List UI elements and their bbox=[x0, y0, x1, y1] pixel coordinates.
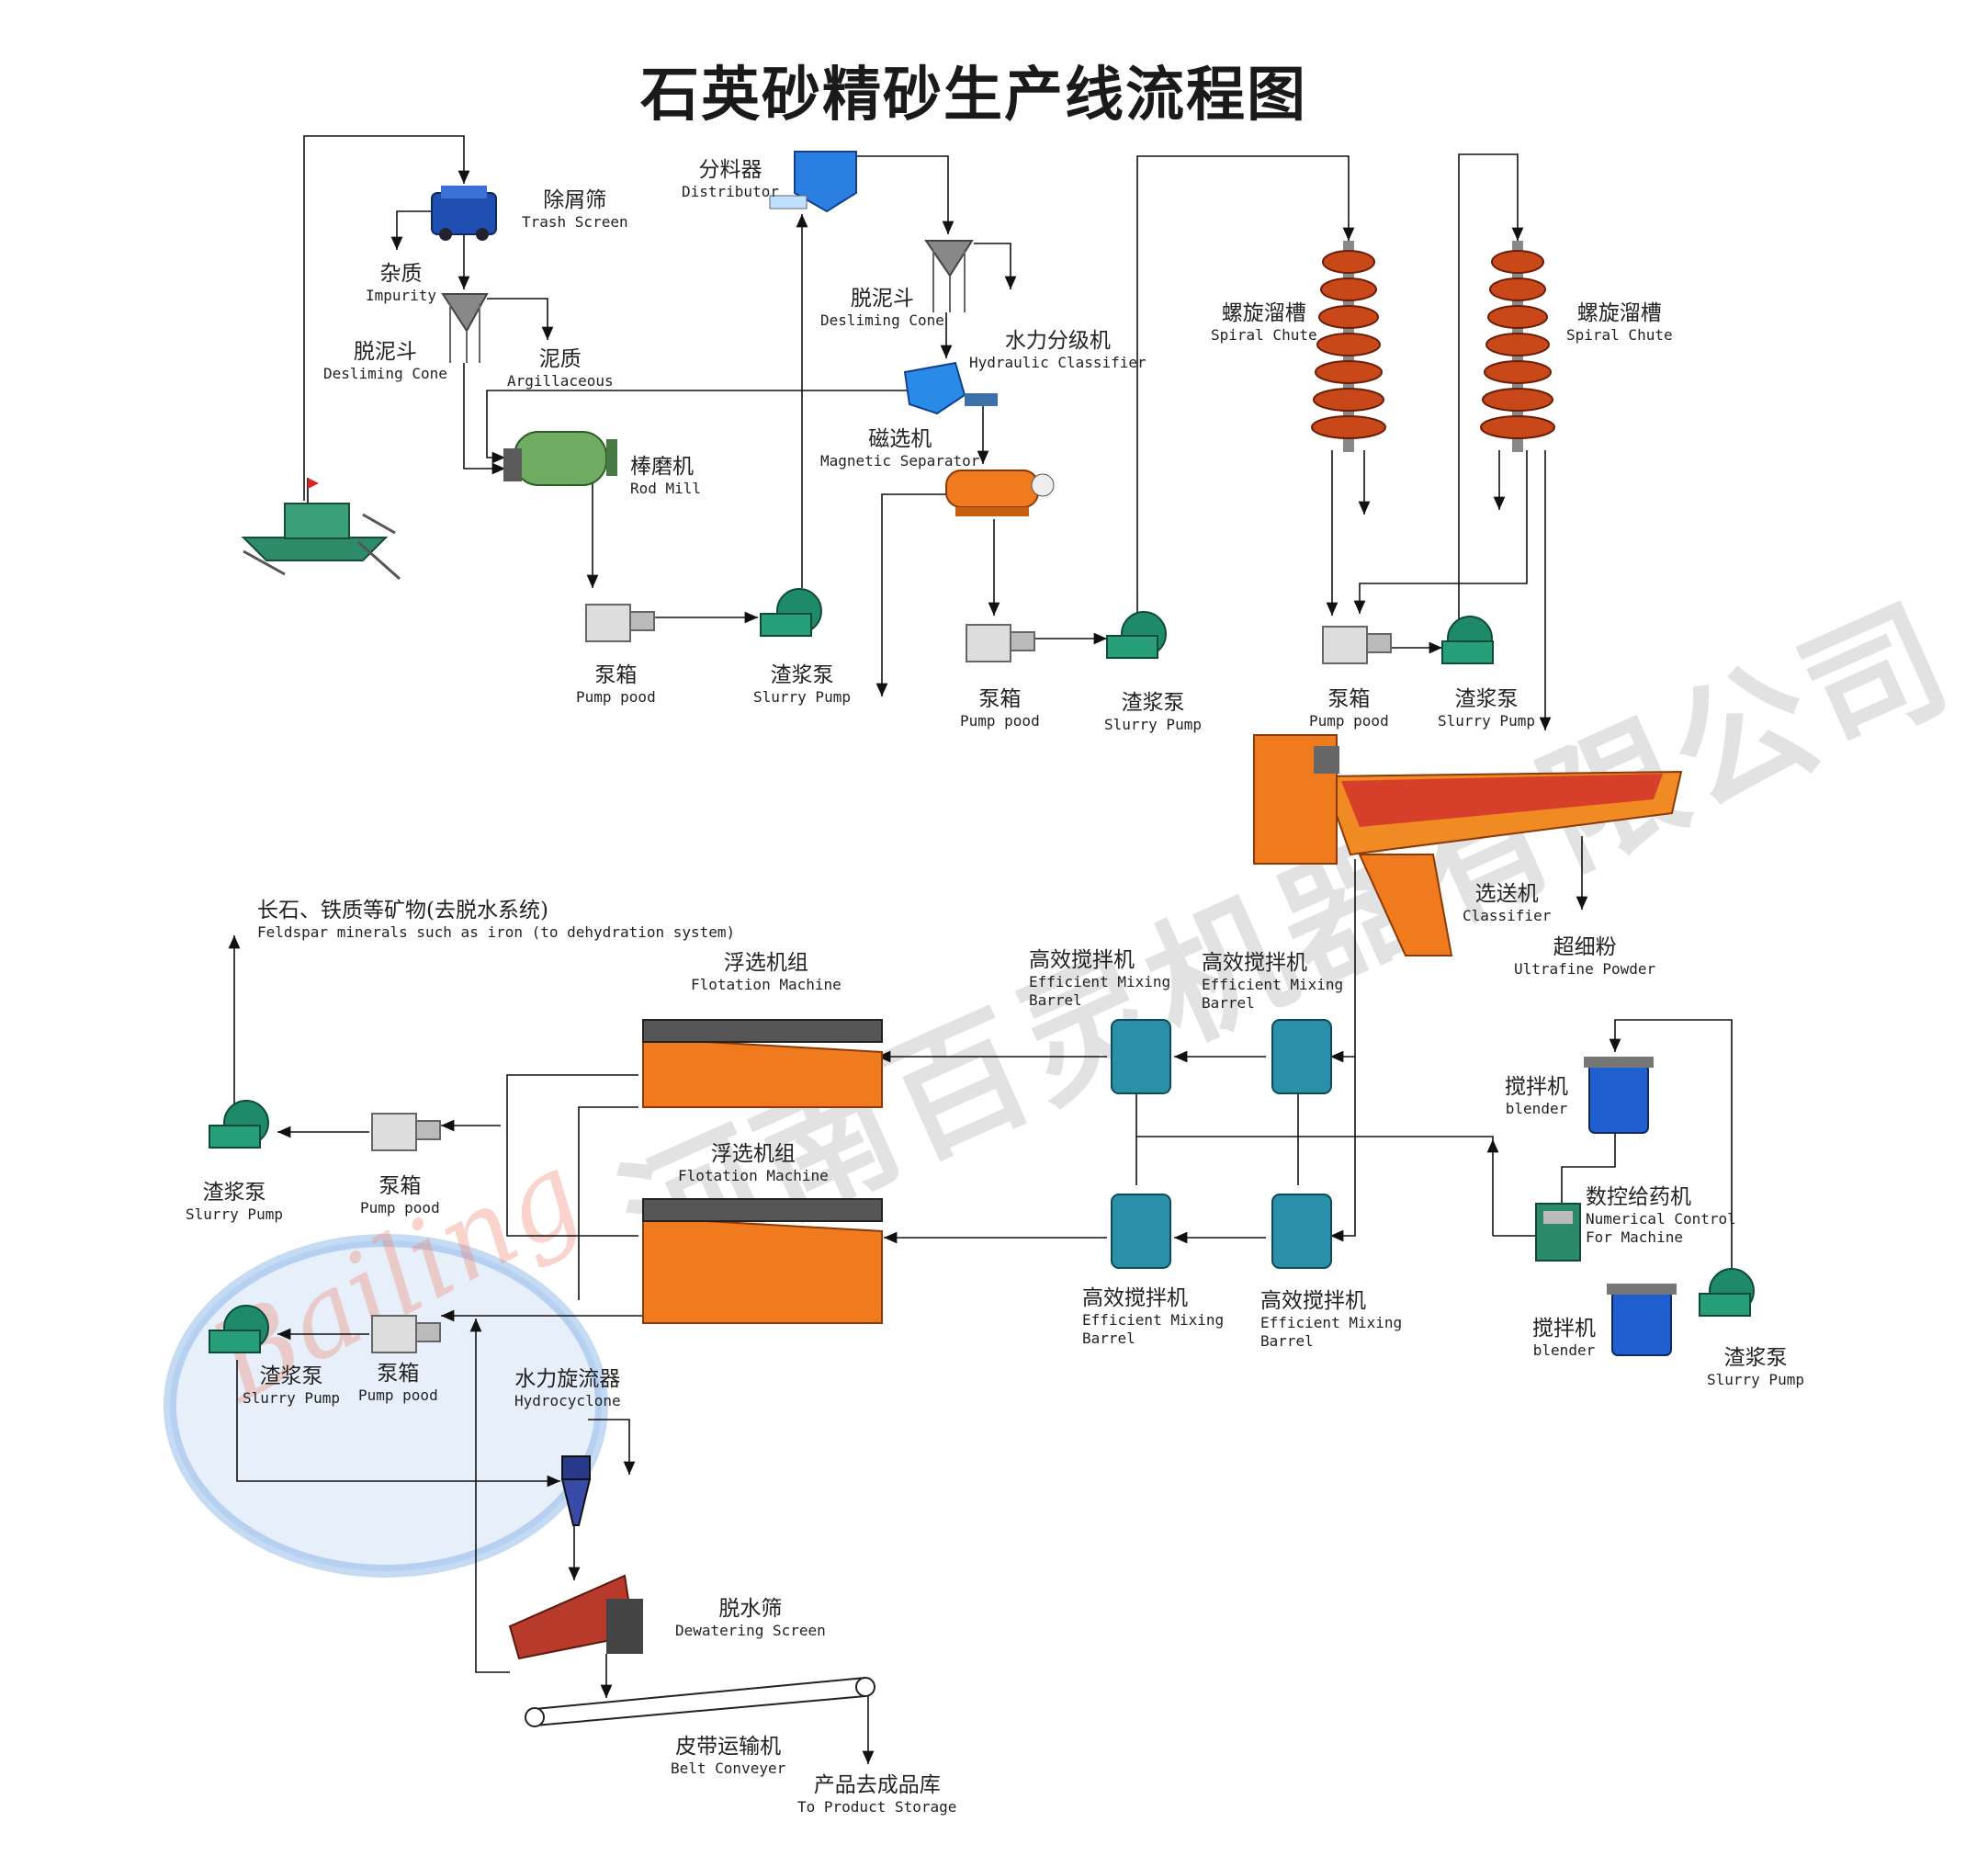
label-rod-mill: 棒磨机 Rod Mill bbox=[630, 455, 702, 497]
label-pump-pood-5: 泵箱 Pump pood bbox=[358, 1362, 438, 1404]
blender-icon bbox=[1584, 1057, 1654, 1134]
label-ultrafine-powder: 超细粉 Ultrafine Powder bbox=[1514, 935, 1656, 978]
label-mixing-4: 高效搅拌机 Efficient Mixing Barrel bbox=[1260, 1289, 1403, 1350]
label-dewatering-screen: 脱水筛 Dewatering Screen bbox=[675, 1597, 826, 1639]
label-slurry-pump-3: 渣浆泵 Slurry Pump bbox=[1438, 687, 1535, 730]
mixing-barrel-icon bbox=[1271, 1019, 1332, 1094]
label-slurry-pump-4: 渣浆泵 Slurry Pump bbox=[1707, 1346, 1804, 1388]
flotation-machine-icon bbox=[642, 1019, 883, 1108]
desliming-cone-icon bbox=[441, 293, 489, 363]
slurry-pump-icon bbox=[1106, 611, 1167, 659]
pump-pood-icon bbox=[371, 1315, 441, 1353]
label-impurity: 杂质 Impurity bbox=[366, 262, 437, 304]
label-slurry-pump-5: 渣浆泵 Slurry Pump bbox=[186, 1181, 283, 1223]
pump-pood-icon bbox=[1322, 626, 1392, 664]
label-feldspar: 长石、铁质等矿物(去脱水系统) Feldspar minerals such a… bbox=[257, 899, 736, 941]
label-hydraulic-classifier: 水力分级机 Hydraulic Classifier bbox=[969, 329, 1146, 371]
label-spiral-chute-2: 螺旋溜槽 Spiral Chute bbox=[1566, 301, 1673, 344]
flotation-machine-icon bbox=[642, 1198, 883, 1324]
mixing-barrel-icon bbox=[1271, 1194, 1332, 1269]
label-mixing-1: 高效搅拌机 Efficient Mixing Barrel bbox=[1029, 948, 1171, 1009]
label-mixing-3: 高效搅拌机 Efficient Mixing Barrel bbox=[1082, 1286, 1225, 1347]
label-slurry-pump-6: 渣浆泵 Slurry Pump bbox=[243, 1364, 340, 1407]
spiral-classifier-icon bbox=[1253, 734, 1683, 956]
label-flotation-1: 浮选机组 Flotation Machine bbox=[691, 951, 842, 993]
distributor-icon bbox=[769, 151, 857, 213]
label-pump-pood-2: 泵箱 Pump pood bbox=[960, 687, 1040, 730]
desliming-cone-icon bbox=[924, 240, 974, 312]
hydraulic-classifier-icon bbox=[903, 361, 998, 415]
trash-screen-icon bbox=[431, 186, 497, 241]
label-spiral-chute-1: 螺旋溜槽 Spiral Chute bbox=[1211, 301, 1317, 344]
spiral-chute-icon bbox=[1480, 241, 1555, 452]
label-pump-pood-4: 泵箱 Pump pood bbox=[360, 1174, 440, 1217]
magnetic-separator-icon bbox=[945, 470, 1055, 516]
label-magnetic-separator: 磁选机 Magnetic Separator bbox=[820, 427, 980, 470]
slurry-pump-icon bbox=[209, 1305, 269, 1353]
label-slurry-pump-1: 渣浆泵 Slurry Pump bbox=[753, 663, 851, 706]
blender-icon bbox=[1607, 1284, 1677, 1356]
label-blender-2: 搅拌机 blender bbox=[1532, 1317, 1596, 1359]
spiral-chute-icon bbox=[1311, 241, 1386, 452]
pump-pood-icon bbox=[371, 1113, 441, 1151]
slurry-pump-icon bbox=[760, 588, 822, 637]
mixing-barrel-icon bbox=[1111, 1019, 1171, 1094]
label-desliming-cone-1: 脱泥斗 Desliming Cone bbox=[323, 340, 447, 382]
slurry-pump-icon bbox=[209, 1100, 269, 1149]
label-product-storage: 产品去成品库 To Product Storage bbox=[797, 1773, 957, 1816]
label-numerical-control: 数控给药机 Numerical Control For Machine bbox=[1586, 1185, 1736, 1246]
slurry-pump-icon bbox=[1441, 616, 1494, 664]
belt-conveyer-icon bbox=[525, 1677, 875, 1727]
label-trash-screen: 除屑筛 Trash Screen bbox=[522, 188, 628, 231]
label-flotation-2: 浮选机组 Flotation Machine bbox=[678, 1142, 829, 1184]
label-mixing-2: 高效搅拌机 Efficient Mixing Barrel bbox=[1202, 951, 1344, 1012]
label-blender-1: 搅拌机 blender bbox=[1505, 1075, 1568, 1117]
mixing-barrel-icon bbox=[1111, 1194, 1171, 1269]
label-hydrocyclone: 水力旋流器 Hydrocyclone bbox=[514, 1367, 621, 1409]
sand-dredger-icon bbox=[241, 478, 401, 581]
label-argillaceous: 泥质 Argillaceous bbox=[507, 347, 614, 390]
label-desliming-cone-2: 脱泥斗 Desliming Cone bbox=[820, 287, 944, 329]
label-belt-conveyer: 皮带运输机 Belt Conveyer bbox=[671, 1735, 786, 1777]
label-classifier: 选送机 Classifier bbox=[1463, 882, 1552, 924]
pump-pood-icon bbox=[585, 604, 655, 642]
label-slurry-pump-2: 渣浆泵 Slurry Pump bbox=[1104, 691, 1202, 733]
label-pump-pood-3: 泵箱 Pump pood bbox=[1309, 687, 1389, 730]
rod-mill-icon bbox=[503, 431, 617, 486]
slurry-pump-icon bbox=[1699, 1268, 1755, 1317]
label-distributor: 分料器 Distributor bbox=[682, 158, 779, 200]
hydrocyclone-icon bbox=[560, 1455, 592, 1526]
label-pump-pood-1: 泵箱 Pump pood bbox=[576, 663, 656, 706]
diagram-title: 石英砂精砂生产线流程图 bbox=[640, 62, 1307, 130]
pump-pood-icon bbox=[966, 624, 1035, 662]
numerical-control-icon bbox=[1535, 1203, 1581, 1262]
dewatering-screen-icon bbox=[508, 1574, 643, 1660]
